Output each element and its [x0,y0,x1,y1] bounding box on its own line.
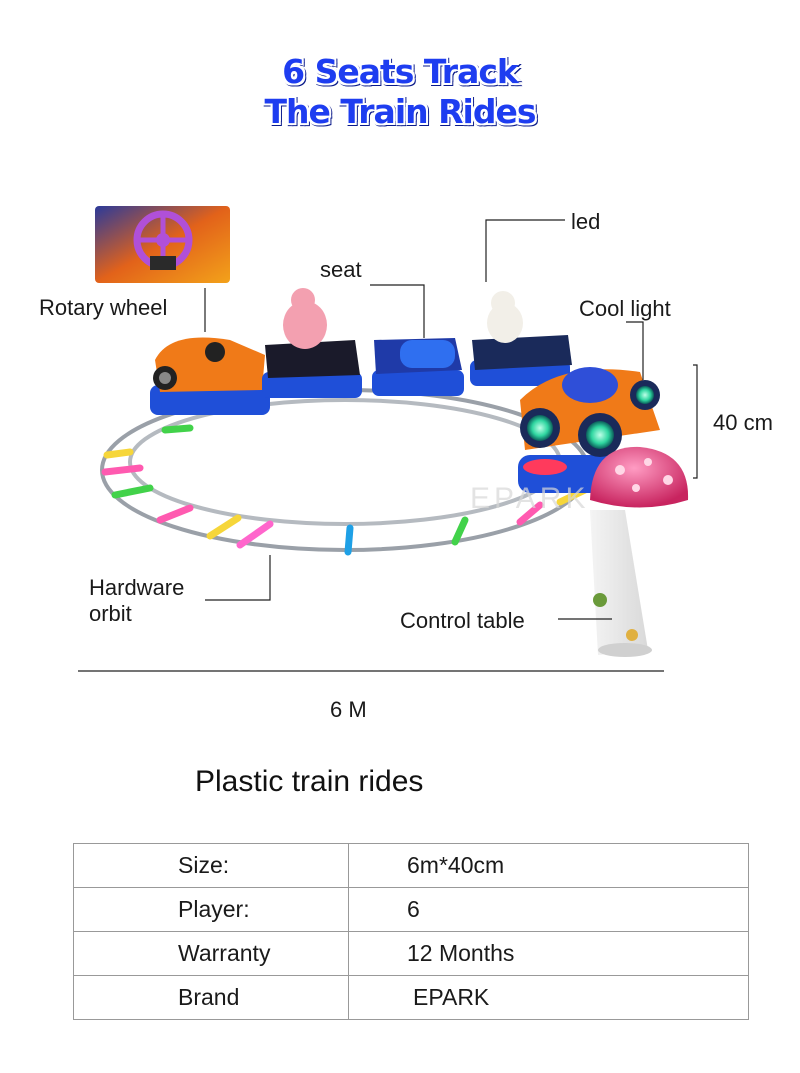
label-height: 40 cm [713,410,773,435]
label-width: 6 M [330,697,367,722]
table-row: Warranty 12 Months [73,931,749,976]
control-table [590,446,689,657]
spec-key: Size: [73,843,349,888]
spec-key: Brand [73,975,349,1020]
watermark: EPARK [470,482,589,515]
spec-value: 6m*40cm [348,843,749,888]
title-line-1: 6 Seats Track [282,52,519,91]
subtitle: Plastic train rides [195,765,424,798]
table-row: Player: 6 [73,887,749,932]
table-row: Size: 6m*40cm [73,843,749,888]
label-hardware-orbit-2: orbit [89,601,132,626]
callout-lines [78,219,698,672]
spec-key: Warranty [73,931,349,976]
train-cars [150,288,660,493]
spec-key: Player: [73,887,349,932]
spec-value: 12 Months [348,931,749,976]
label-hardware-orbit-1: Hardware [89,575,185,600]
label-seat: seat [320,257,362,282]
product-illustration: EPARK [78,206,698,672]
label-cool-light: Cool light [579,296,671,321]
specs-table: Size: 6m*40cm Player: 6 Warranty 12 Mont… [73,843,749,1020]
table-row: Brand EPARK [73,975,749,1020]
label-led: led [571,209,601,234]
spec-value: EPARK [348,975,749,1020]
label-rotary-wheel: Rotary wheel [39,295,168,320]
title-line-2: The Train Rides [264,92,537,131]
rotary-wheel-inset [95,206,230,283]
label-control-table: Control table [400,608,525,633]
spec-value: 6 [348,887,749,932]
